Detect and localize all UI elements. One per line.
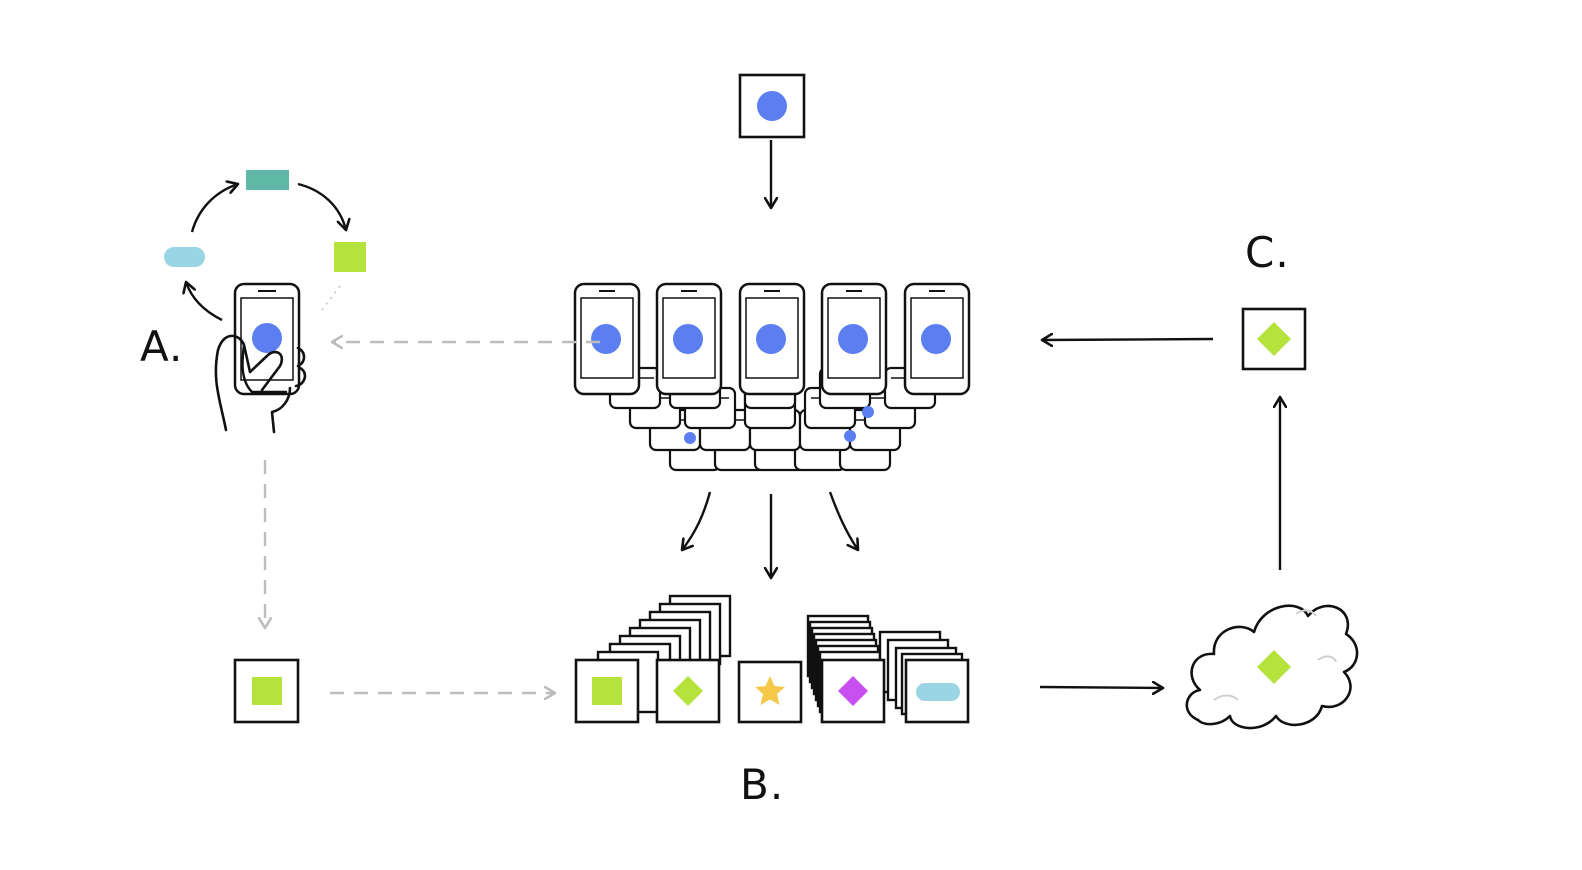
cloud-icon <box>1185 604 1359 730</box>
update-card-star <box>737 660 803 724</box>
arrow-to-cloud <box>1039 687 1163 688</box>
aggregated-update-card <box>1241 307 1307 371</box>
phone-stack <box>573 282 971 472</box>
hand-phone-icon <box>214 282 307 434</box>
arrow-down-right <box>828 491 858 550</box>
green-diamond-icon <box>1257 322 1291 356</box>
local-update-card <box>233 658 300 724</box>
blue-circle-icon <box>757 91 787 121</box>
phone-5 <box>903 282 971 396</box>
label-a: A. <box>140 322 184 371</box>
green-square-icon <box>252 677 282 705</box>
arrow-down-left <box>682 491 712 550</box>
arrow-to-phones <box>1042 339 1214 340</box>
green-diamond-icon <box>1257 650 1291 684</box>
teal-block-icon <box>246 170 289 190</box>
update-card-diamond <box>655 658 721 724</box>
phone-3 <box>738 282 806 396</box>
label-c: C. <box>1245 228 1290 277</box>
phone-4 <box>820 282 888 396</box>
blue-pill-icon <box>164 247 205 267</box>
phone-2 <box>655 282 723 396</box>
update-card-pill <box>904 658 970 724</box>
update-card-purple-diamond <box>820 658 886 724</box>
update-card-square <box>574 658 640 724</box>
update-stacks <box>574 594 970 724</box>
green-square-icon <box>334 242 366 272</box>
local-training-loop <box>164 170 366 322</box>
model-card-top <box>738 73 806 139</box>
phone-1 <box>573 282 641 396</box>
label-b: B. <box>740 760 785 809</box>
